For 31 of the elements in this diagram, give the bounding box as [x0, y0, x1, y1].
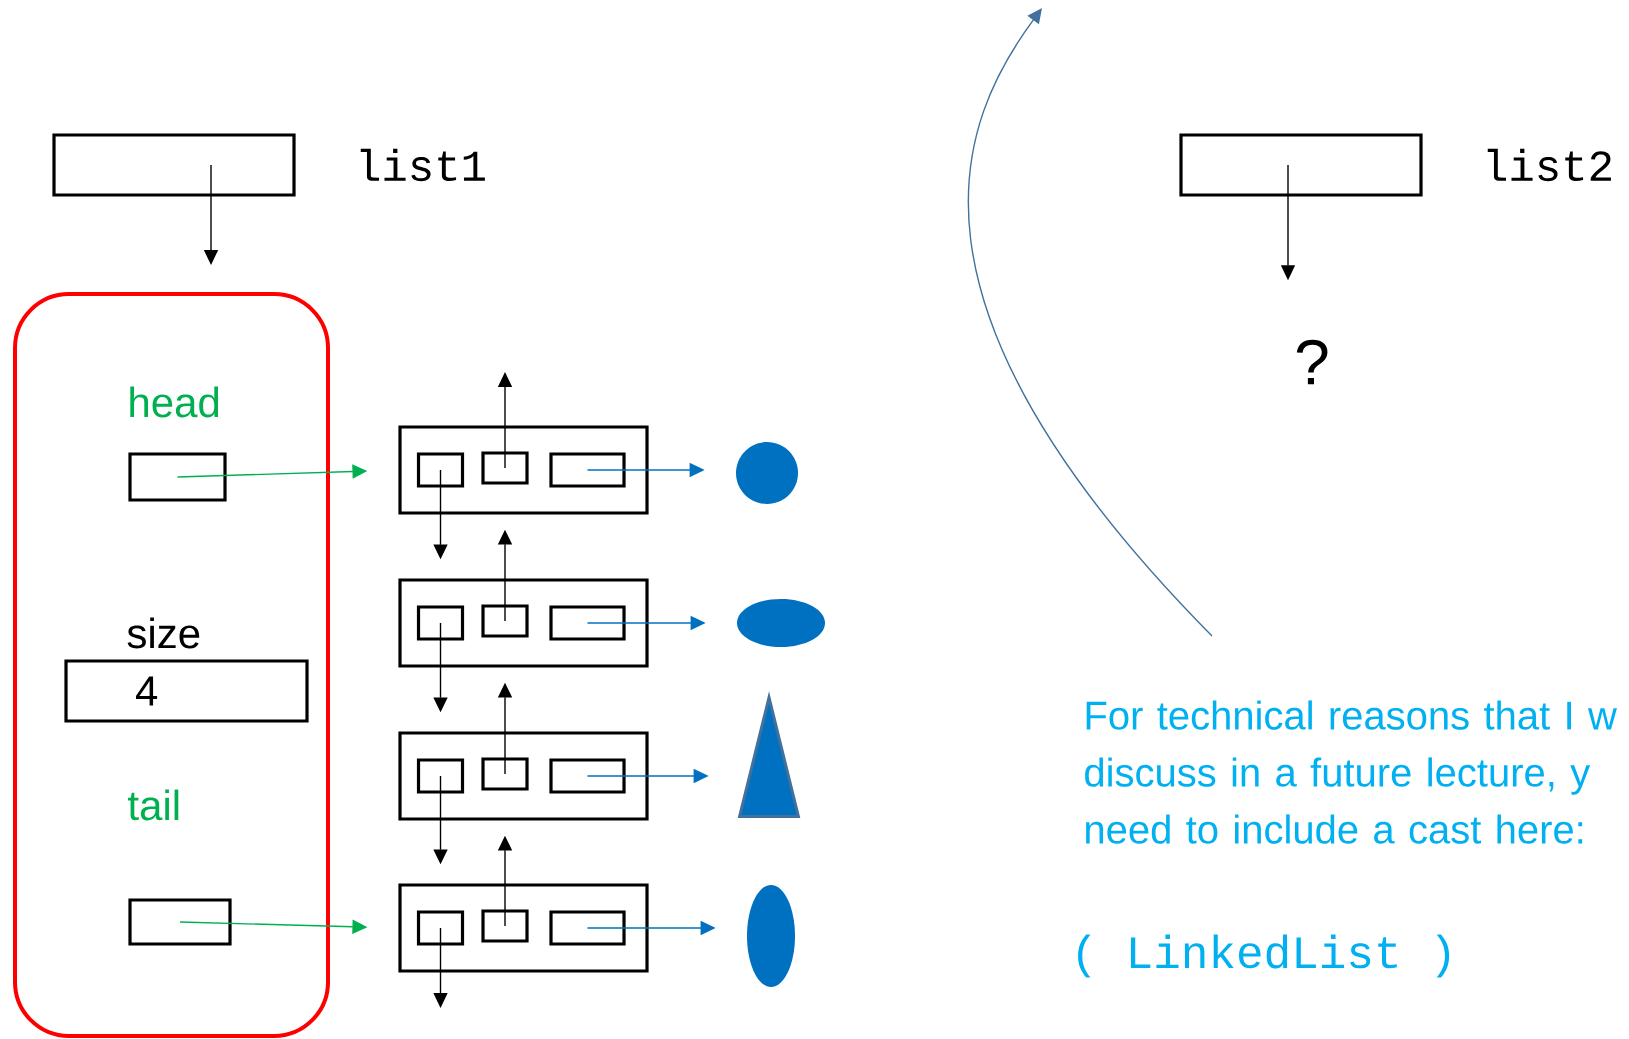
pointer-cell	[481, 604, 529, 638]
list-node-box	[398, 578, 649, 668]
data-cell	[549, 910, 626, 946]
ellipse-shape	[747, 885, 795, 987]
question-mark: ?	[1296, 339, 1328, 385]
pointer-cell	[481, 451, 529, 485]
arrow	[967, 8, 1213, 637]
variable-name: list1	[360, 148, 485, 182]
object-box	[13, 292, 330, 1038]
pointer-cell	[481, 909, 529, 943]
data-cell	[549, 758, 626, 794]
variable-name: list2	[1487, 148, 1611, 182]
note-text: For technical reasons that I w discuss in a future lecture, y need to include a cast here:	[1085, 700, 1617, 844]
pointer-cell	[416, 910, 465, 946]
data-cell	[549, 605, 626, 641]
pointer-cell	[416, 758, 465, 794]
pointer-cell	[481, 757, 529, 791]
list-node-box	[398, 425, 649, 515]
pointer-cell	[416, 452, 465, 488]
data-cell	[549, 452, 626, 488]
list-node-box	[398, 883, 649, 973]
field-label: size	[127, 617, 200, 649]
pointer-cell	[416, 605, 465, 641]
code-text: ( LinkedList )	[1078, 934, 1450, 978]
arrow	[433, 927, 448, 1008]
field-label: head	[130, 386, 219, 418]
list-node-box	[398, 731, 649, 821]
field-label: tail	[128, 789, 179, 821]
circle-shape	[736, 442, 798, 504]
field-box: 4	[64, 659, 309, 723]
ellipse-shape	[737, 599, 825, 647]
